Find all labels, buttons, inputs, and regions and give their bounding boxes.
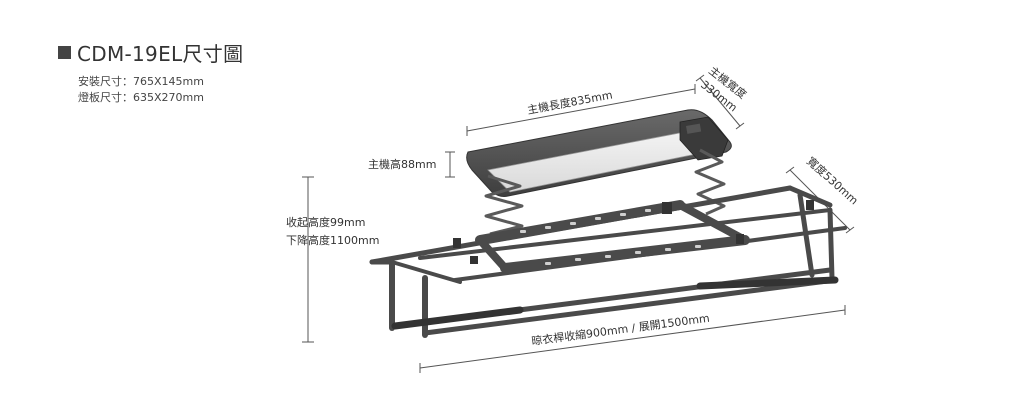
diagram-title: CDM-19EL尺寸圖 bbox=[58, 38, 243, 67]
spec-panel: 燈板尺寸：635X270mm bbox=[78, 91, 204, 104]
rail-slots bbox=[520, 209, 701, 265]
joints bbox=[453, 200, 814, 264]
rack-frame bbox=[369, 185, 847, 338]
lift-height-label: 收起高度99mm bbox=[286, 215, 365, 229]
title-square-icon bbox=[58, 46, 71, 59]
scissor-arms bbox=[484, 148, 726, 236]
host-height-label: 主機高88mm bbox=[368, 157, 436, 171]
spec-install: 安裝尺寸：765X145mm bbox=[78, 75, 204, 88]
title-text: CDM-19EL尺寸圖 bbox=[77, 42, 244, 66]
host-unit bbox=[466, 109, 732, 197]
drop-height-label: 下降高度1100mm bbox=[286, 233, 379, 247]
